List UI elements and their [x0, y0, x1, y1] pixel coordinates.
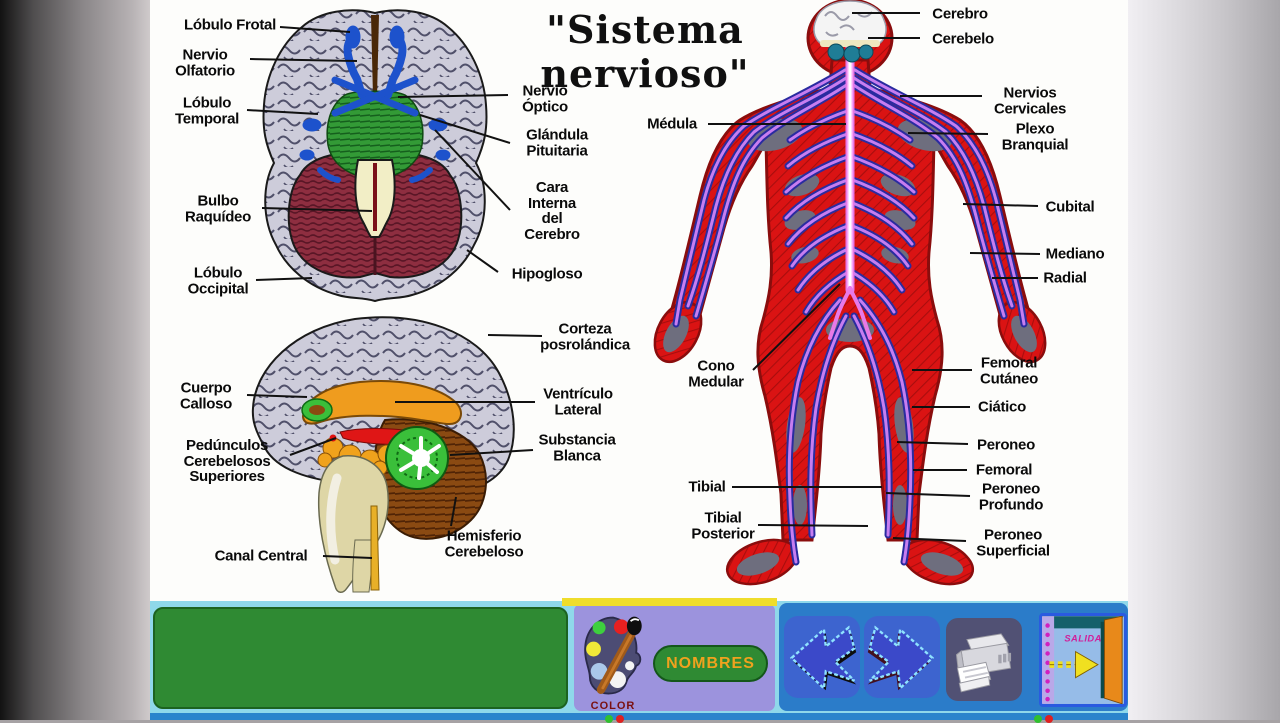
status-dot-green	[605, 715, 613, 723]
screen-border-right	[1128, 0, 1280, 720]
brain-inferior-view-figure	[262, 9, 488, 303]
status-dot-red	[616, 715, 624, 723]
bottom-toolbar: COLOR NOMBRES	[150, 601, 1128, 713]
forward-button[interactable]	[864, 616, 940, 698]
label-lobulo-temporal: Lóbulo Temporal	[174, 94, 240, 127]
label-cara-interna-cerebro: Cara Interna del Cerebro	[524, 179, 580, 243]
yellow-divider	[562, 598, 777, 606]
label-tibial-posterior: Tibial Posterior	[691, 509, 755, 542]
label-peroneo: Peroneo	[977, 436, 1035, 454]
label-femoral: Femoral	[975, 461, 1033, 479]
label-nervio-olfatorio: Nervio Olfatorio	[175, 46, 235, 79]
label-nervio-optico: Nervio Óptico	[522, 82, 568, 115]
label-peroneo-profundo: Peroneo Profundo	[978, 480, 1044, 513]
label-nervios-cervicales: Nervios Cervicales	[993, 84, 1067, 117]
label-ventriculo-lateral: Ventrículo Lateral	[543, 385, 613, 418]
label-ciatico: Ciático	[978, 398, 1026, 416]
nombres-button[interactable]: NOMBRES	[653, 645, 768, 682]
label-radial: Radial	[1043, 269, 1087, 287]
label-cubital: Cubital	[1045, 198, 1095, 216]
back-button[interactable]	[784, 616, 860, 698]
label-substancia-blanca: Substancia Blanca	[538, 431, 616, 464]
screen-border-left	[0, 0, 150, 720]
status-dot-red-2	[1045, 715, 1053, 723]
label-cerebro: Cerebro	[932, 5, 988, 23]
exit-button[interactable]: SALIDA	[1039, 613, 1127, 707]
back-arrow-icon	[789, 625, 857, 691]
print-button[interactable]	[946, 618, 1022, 701]
color-caption: COLOR	[590, 700, 636, 712]
color-panel: COLOR NOMBRES	[574, 604, 775, 712]
content-area: "Sistema nervioso"	[150, 0, 1128, 723]
body-nervous-system-figure	[653, 0, 1047, 586]
label-corteza-posrolandica: Corteza posrolándica	[540, 320, 630, 353]
label-mediano: Mediano	[1045, 245, 1105, 263]
label-pedunculos-cerebelosos: Pedúnculos Cerebelosos Superiores	[183, 436, 271, 485]
label-hemisferio-cerebeloso: Hemisferio Cerebeloso	[444, 527, 524, 560]
label-lobulo-frontal: Lóbulo Frotal	[184, 16, 276, 34]
exit-caption: SALIDA	[1064, 633, 1101, 643]
label-bulbo-raquideo: Bulbo Raquídeo	[185, 192, 251, 225]
label-cerebelo: Cerebelo	[932, 30, 994, 48]
status-dot-green-2	[1034, 715, 1042, 723]
label-cono-medular: Cono Medular	[688, 357, 744, 390]
label-hipogloso: Hipogloso	[511, 265, 583, 283]
label-peroneo-superficial: Peroneo Superficial	[976, 526, 1050, 559]
label-medula: Médula	[647, 115, 697, 133]
label-lobulo-occipital: Lóbulo Occipital	[187, 264, 249, 297]
label-cuerpo-calloso: Cuerpo Calloso	[179, 379, 233, 412]
page-title: "Sistema nervioso"	[540, 7, 750, 96]
navigation-panel: SALIDA	[779, 603, 1128, 711]
label-plexo-branquial: Plexo Branquial	[1001, 120, 1069, 153]
label-canal-central: Canal Central	[214, 547, 308, 565]
label-tibial: Tibial	[688, 478, 726, 496]
message-display-box	[153, 607, 568, 709]
label-femoral-cutaneo: Femoral Cutáneo	[980, 354, 1038, 387]
label-glandula-pituitaria: Glándula Pituitaria	[526, 126, 588, 159]
forward-arrow-icon	[867, 625, 935, 691]
bottom-strip	[150, 713, 1128, 723]
exit-door-icon: SALIDA	[1042, 616, 1124, 704]
printer-icon	[955, 633, 1012, 693]
color-palette-icon[interactable]	[578, 612, 648, 700]
